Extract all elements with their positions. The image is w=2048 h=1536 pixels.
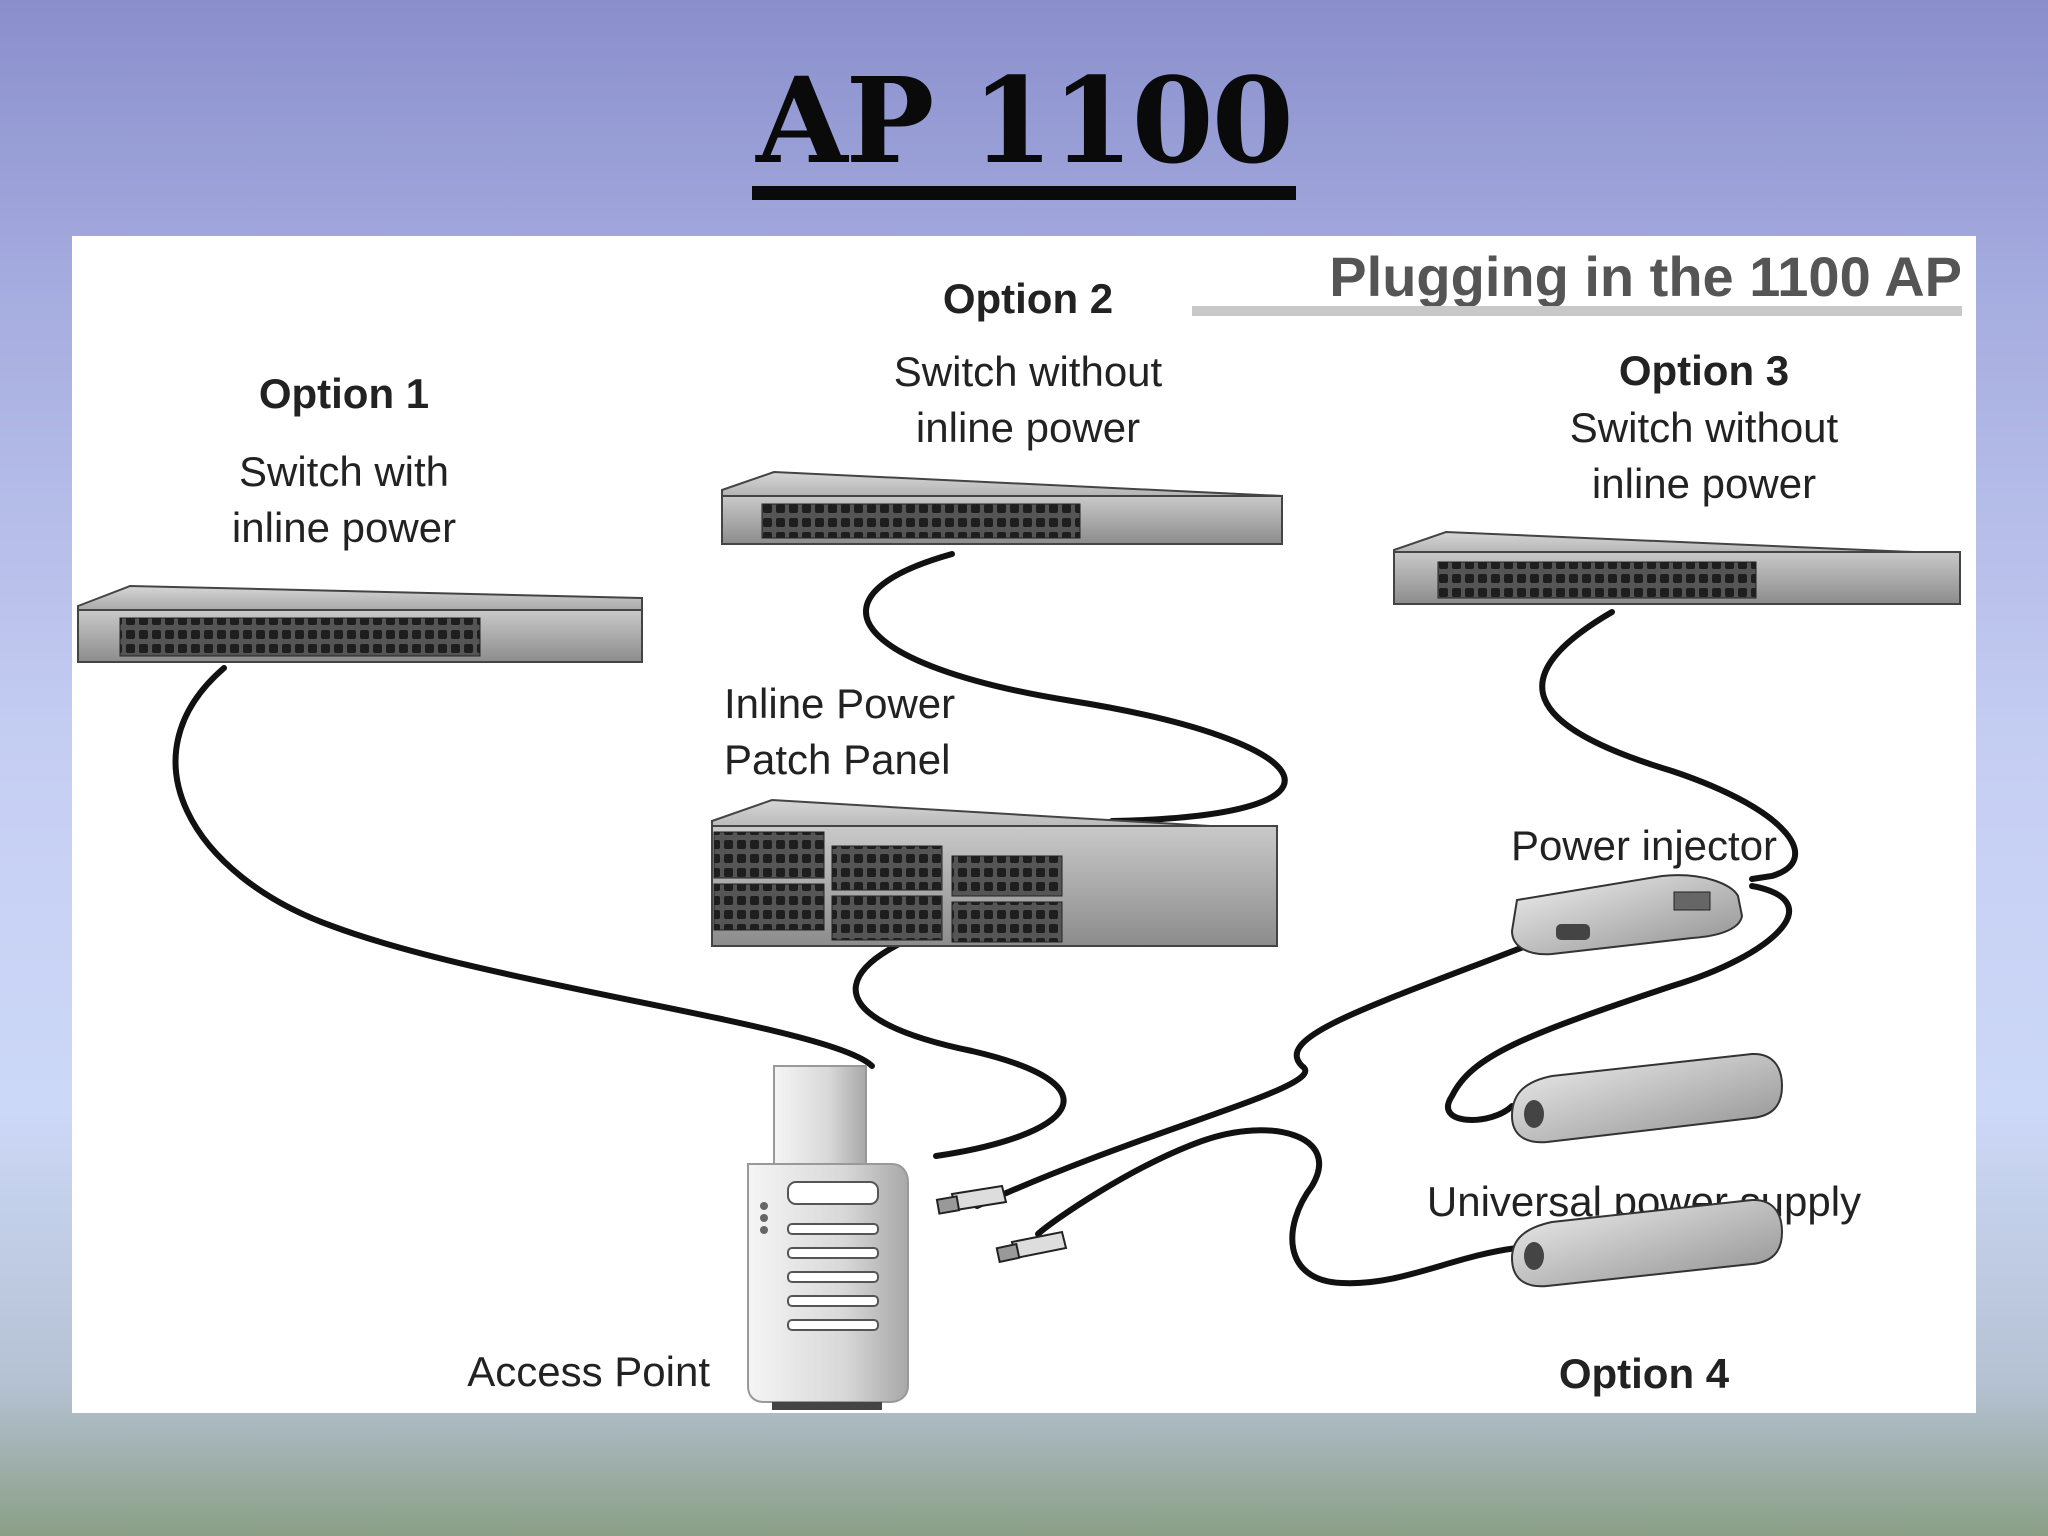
switch-option2 [721,470,1283,545]
option1-label: Option 1 [259,370,429,417]
ethernet-plug-icon [935,1184,1008,1215]
cable-power-injector-to-ap [974,933,1555,1209]
option2-desc-line2: inline power [916,404,1140,451]
cable-switch2-to-patch-panel [863,551,1288,824]
access-point-antenna-module [773,1065,867,1167]
option4-power-supply [1510,1198,1784,1288]
option2-desc-line1: Switch without [894,348,1163,395]
cable-option4-supply-to-ap [1035,1127,1520,1287]
cable-power-supply-to-injector [1445,883,1792,1123]
access-point-led [760,1214,768,1222]
access-point-led [760,1202,768,1210]
network-diagram: Plugging in the 1100 AP Option 1 Switch … [77,245,1962,1410]
option3-desc-line2: inline power [1592,460,1816,507]
switch-option3 [1393,530,1961,605]
cable-switch3-to-power-injector [1539,609,1799,882]
option3-desc-line1: Switch without [1570,404,1839,451]
power-injector-label: Power injector [1511,822,1777,869]
option1-desc-line2: inline power [232,504,456,551]
patch-panel-label-line1: Inline Power [724,680,955,727]
diagram-panel: Plugging in the 1100 AP Option 1 Switch … [72,236,1976,1413]
universal-power-supply [1510,1052,1784,1144]
access-point-label: Access Point [467,1348,710,1395]
power-injector [1510,874,1744,956]
inline-power-patch-panel [711,798,1278,947]
option1-desc-line1: Switch with [239,448,449,495]
access-point [747,1065,909,1410]
access-point-led [760,1226,768,1234]
switch-option1 [77,584,643,663]
cable-patch-panel-to-ap [852,913,1067,1159]
slide-title: AP 1100 [0,62,2048,200]
cable-option1-to-ap [172,665,875,1069]
option2-label: Option 2 [943,275,1113,322]
option3-label: Option 3 [1619,347,1789,394]
patch-panel-label-line2: Patch Panel [724,736,951,783]
slide-title-text: AP 1100 [752,62,1296,200]
diagram-title-underline [1192,306,1962,316]
diagram-title: Plugging in the 1100 AP [1329,245,1962,308]
ethernet-plug-icon [995,1230,1068,1264]
option4-label: Option 4 [1559,1350,1730,1397]
